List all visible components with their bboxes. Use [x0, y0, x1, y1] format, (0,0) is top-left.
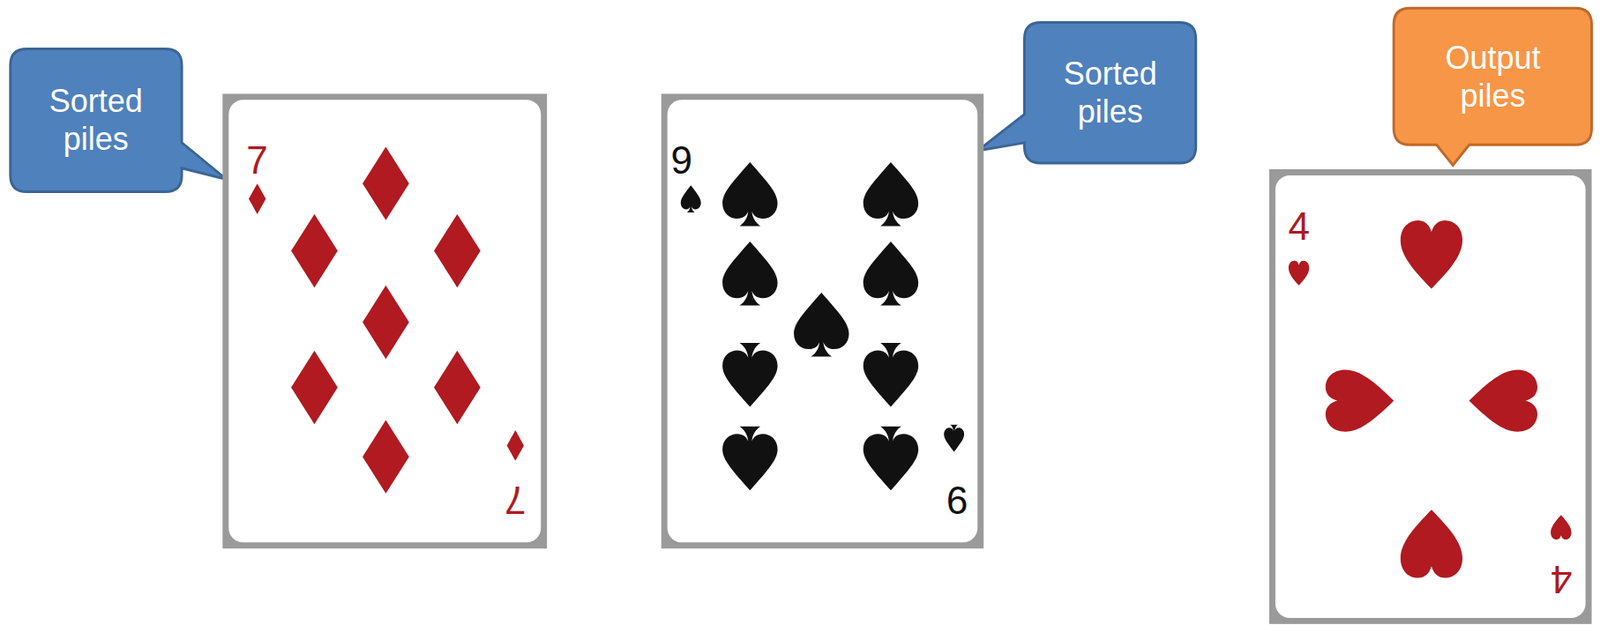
card-index: 9: [946, 480, 968, 520]
playing-card: 44: [1269, 169, 1593, 625]
card-index: 4: [1550, 560, 1572, 599]
callout-bubble: [10, 49, 227, 193]
card-index: 4: [1287, 207, 1309, 247]
callout-bubble: Output piles: [1393, 7, 1592, 145]
callout-bubble: [1393, 7, 1592, 165]
callout-text: Sorted piles: [22, 82, 169, 158]
card-index: 9: [671, 141, 693, 180]
callout-bubble: Sorted piles: [1024, 22, 1197, 164]
callout-bubble: [977, 22, 1197, 164]
card-index: 7: [246, 141, 268, 180]
playing-card: 77: [222, 93, 547, 549]
callout-bubble: Sorted piles: [10, 49, 182, 193]
playing-card: 99: [661, 93, 985, 549]
playing-card: [1269, 169, 1592, 625]
playing-card: [222, 93, 547, 549]
playing-card: [661, 93, 984, 549]
callout-text: Sorted piles: [1037, 54, 1183, 131]
card-index: 7: [504, 480, 526, 520]
callout-text: Output piles: [1420, 38, 1566, 115]
